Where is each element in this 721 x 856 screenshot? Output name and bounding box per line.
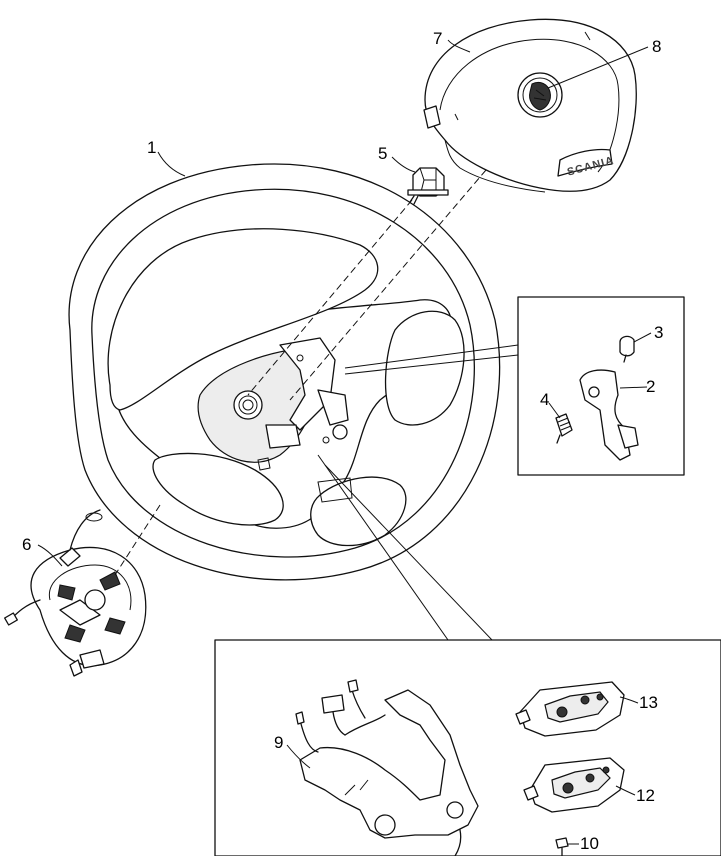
callout-7: 7 xyxy=(433,29,442,48)
clock-spring xyxy=(4,509,147,677)
callout-2: 2 xyxy=(646,377,655,396)
callout-labels: 1 2 3 4 5 6 7 8 9 10 12 13 xyxy=(22,29,663,853)
callout-3: 3 xyxy=(654,323,663,342)
detail-box-lower xyxy=(214,454,721,856)
griffin-emblem xyxy=(517,72,563,118)
callout-13: 13 xyxy=(639,693,658,712)
callout-10: 10 xyxy=(580,834,599,853)
detail-box-upper xyxy=(344,296,685,476)
leader-lines xyxy=(37,39,652,845)
callout-8: 8 xyxy=(652,37,661,56)
steering-wheel xyxy=(68,163,501,581)
assembly-lines xyxy=(114,169,487,576)
callout-1: 1 xyxy=(147,138,156,157)
callout-5: 5 xyxy=(378,144,387,163)
callout-9: 9 xyxy=(274,733,283,752)
callout-12: 12 xyxy=(636,786,655,805)
center-bolt xyxy=(407,167,449,205)
callout-6: 6 xyxy=(22,535,31,554)
callout-4: 4 xyxy=(540,390,549,409)
